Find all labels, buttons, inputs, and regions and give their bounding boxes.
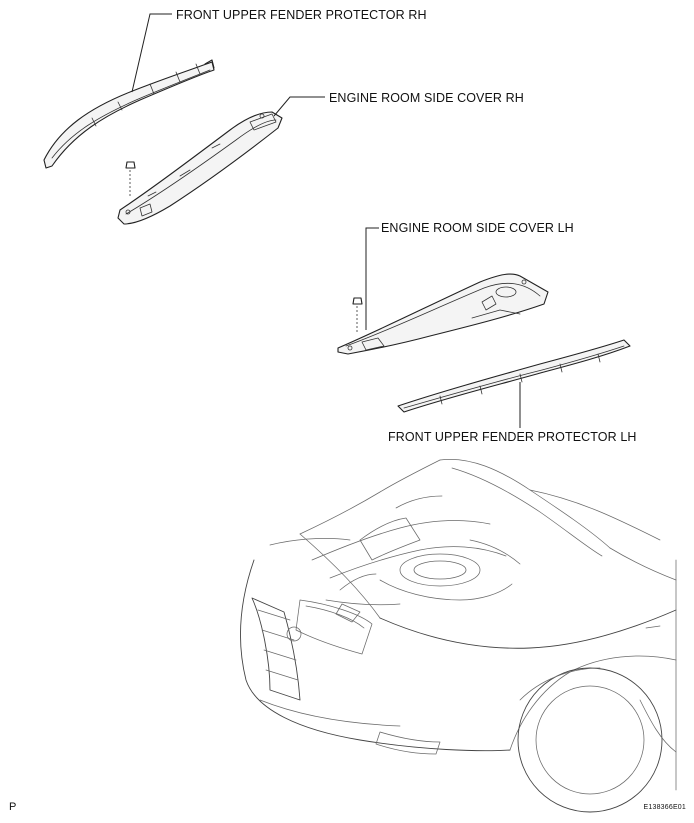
label-front-upper-fender-protector-lh: FRONT UPPER FENDER PROTECTOR LH xyxy=(388,430,637,444)
clip-rh-icon xyxy=(125,161,136,196)
vehicle-front-illustration xyxy=(240,458,677,813)
clip-lh-icon xyxy=(352,297,363,334)
label-engine-room-side-cover-lh: ENGINE ROOM SIDE COVER LH xyxy=(381,221,574,235)
leader-ersc-lh xyxy=(365,227,379,330)
figure-code: E138366E01 xyxy=(643,804,686,811)
leader-fupr-rh xyxy=(131,13,172,93)
front-upper-fender-protector-lh-part xyxy=(397,339,631,413)
front-upper-fender-protector-rh-part xyxy=(43,59,215,169)
leader-ersc-rh xyxy=(273,96,325,117)
label-front-upper-fender-protector-rh: FRONT UPPER FENDER PROTECTOR RH xyxy=(176,8,427,22)
label-engine-room-side-cover-rh: ENGINE ROOM SIDE COVER RH xyxy=(329,91,524,105)
corner-mark-left: P xyxy=(9,801,17,813)
engine-room-side-cover-lh-part xyxy=(337,273,549,355)
engine-room-side-cover-rh-part xyxy=(117,111,283,225)
